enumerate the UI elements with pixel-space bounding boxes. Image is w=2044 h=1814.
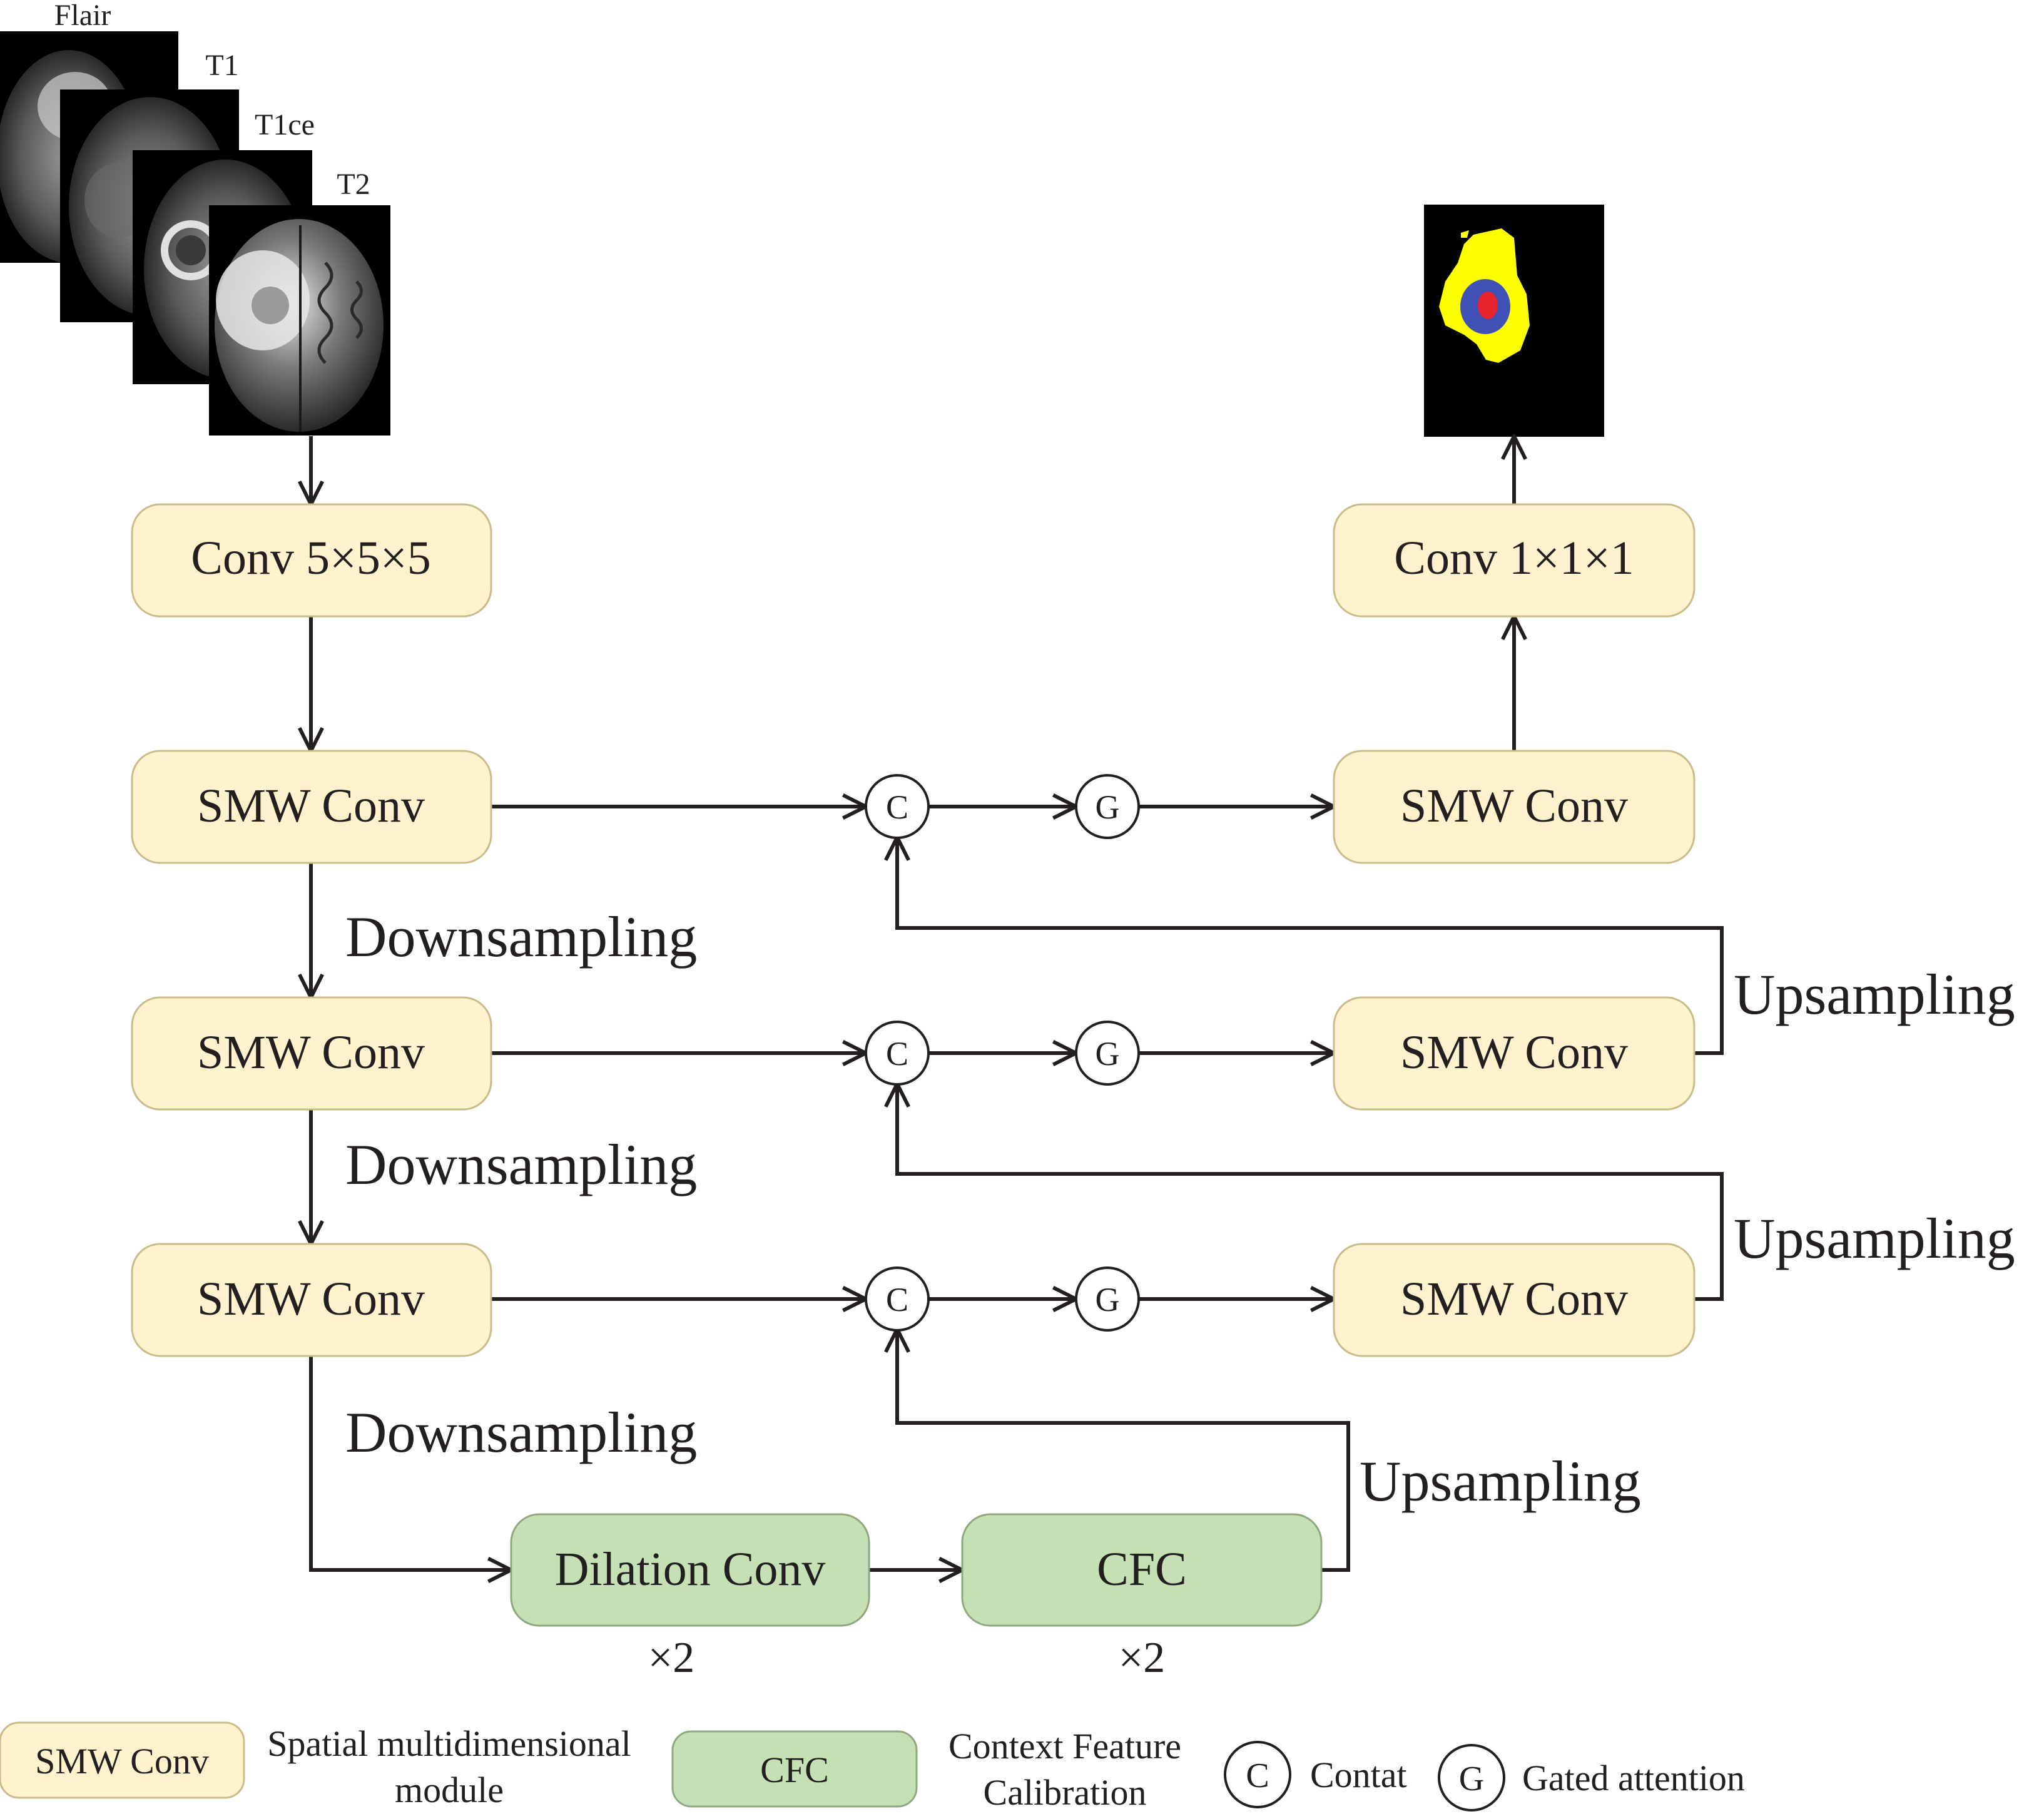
decoder-smw-1-label: SMW Conv — [1400, 780, 1628, 832]
svg-text:G: G — [1096, 788, 1120, 826]
legend-concat: C Contat — [1224, 1741, 1407, 1808]
legend-gate-desc: Gated attention — [1522, 1758, 1745, 1798]
legend-smw-desc-2: module — [395, 1770, 504, 1810]
dilation-repeat-label: ×2 — [648, 1634, 694, 1682]
conv-in-block: Conv 5×5×5 — [131, 503, 492, 618]
svg-text:C: C — [1246, 1756, 1269, 1795]
svg-text:C: C — [886, 1281, 908, 1318]
svg-text:C: C — [886, 1035, 908, 1073]
arrow-dec3-to-concat2 — [897, 1084, 1724, 1301]
legend-cfc: CFC Context Feature Calibration — [671, 1726, 1181, 1813]
conv-in-label: Conv 5×5×5 — [191, 532, 430, 584]
cfc-block: CFC — [961, 1513, 1323, 1627]
legend-smw-desc-1: Spatial multidimensional — [267, 1723, 631, 1764]
encoder-smw-1: SMW Conv — [131, 750, 492, 864]
legend-cfc-desc-1: Context Feature — [948, 1726, 1181, 1766]
dilation-conv-label: Dilation Conv — [555, 1543, 826, 1596]
arrow-cfc-to-concat3 — [897, 1329, 1350, 1572]
legend-smw: SMW Conv Spatial multidimensional module — [0, 1721, 631, 1810]
concat-op-2: C — [865, 1021, 930, 1086]
upsampling-label-2: Upsampling — [1734, 1206, 2015, 1270]
encoder-smw-1-label: SMW Conv — [197, 780, 425, 832]
arrow-enc3-to-dilation — [309, 1356, 511, 1570]
concat-op-1: C — [865, 774, 930, 839]
legend-gate: G Gated attention — [1438, 1744, 1745, 1811]
svg-text:G: G — [1096, 1035, 1120, 1073]
decoder-smw-3-label: SMW Conv — [1400, 1273, 1628, 1325]
encoder-smw-2: SMW Conv — [131, 996, 492, 1111]
gate-op-2: G — [1075, 1021, 1140, 1086]
downsampling-label-3: Downsampling — [345, 1400, 697, 1464]
t1-label: T1 — [205, 49, 238, 82]
legend-cfc-swatch-label: CFC — [760, 1750, 829, 1790]
t1ce-label: T1ce — [255, 108, 315, 141]
svg-text:C: C — [886, 788, 908, 826]
encoder-smw-2-label: SMW Conv — [197, 1026, 425, 1079]
t2-label: T2 — [337, 168, 370, 201]
svg-text:G: G — [1459, 1760, 1484, 1798]
legend-cfc-desc-2: Calibration — [984, 1772, 1147, 1813]
dilation-conv-block: Dilation Conv — [510, 1513, 870, 1627]
flair-label: Flair — [54, 0, 111, 32]
t2-scan — [209, 205, 390, 436]
decoder-smw-1: SMW Conv — [1333, 750, 1696, 864]
downsampling-label-1: Downsampling — [345, 905, 697, 969]
connections — [309, 436, 1724, 1572]
cfc-block-label: CFC — [1097, 1543, 1187, 1596]
legend-smw-swatch-label: SMW Conv — [35, 1741, 209, 1781]
encoder-smw-3: SMW Conv — [131, 1243, 492, 1357]
gate-op-1: G — [1075, 774, 1140, 839]
downsampling-label-2: Downsampling — [345, 1133, 697, 1196]
conv-out-block: Conv 1×1×1 — [1333, 503, 1696, 618]
mri-input-stack: Flair T1 T1ce T2 — [0, 0, 390, 436]
svg-text:G: G — [1096, 1281, 1120, 1318]
gate-op-3: G — [1075, 1266, 1140, 1332]
conv-out-label: Conv 1×1×1 — [1394, 532, 1634, 584]
decoder-smw-2-label: SMW Conv — [1400, 1026, 1628, 1079]
decoder-smw-3: SMW Conv — [1333, 1243, 1696, 1357]
legend: SMW Conv Spatial multidimensional module… — [0, 1721, 1745, 1813]
segmentation-output — [1424, 205, 1604, 437]
concat-op-3: C — [865, 1266, 930, 1332]
legend-concat-desc: Contat — [1310, 1755, 1407, 1795]
cfc-repeat-label: ×2 — [1119, 1634, 1165, 1682]
upsampling-label-bottleneck: Upsampling — [1360, 1449, 1641, 1513]
decoder-smw-2: SMW Conv — [1333, 996, 1696, 1111]
upsampling-label-1: Upsampling — [1734, 962, 2015, 1026]
encoder-smw-3-label: SMW Conv — [197, 1273, 425, 1325]
arrow-dec2-to-concat1 — [897, 837, 1724, 1055]
